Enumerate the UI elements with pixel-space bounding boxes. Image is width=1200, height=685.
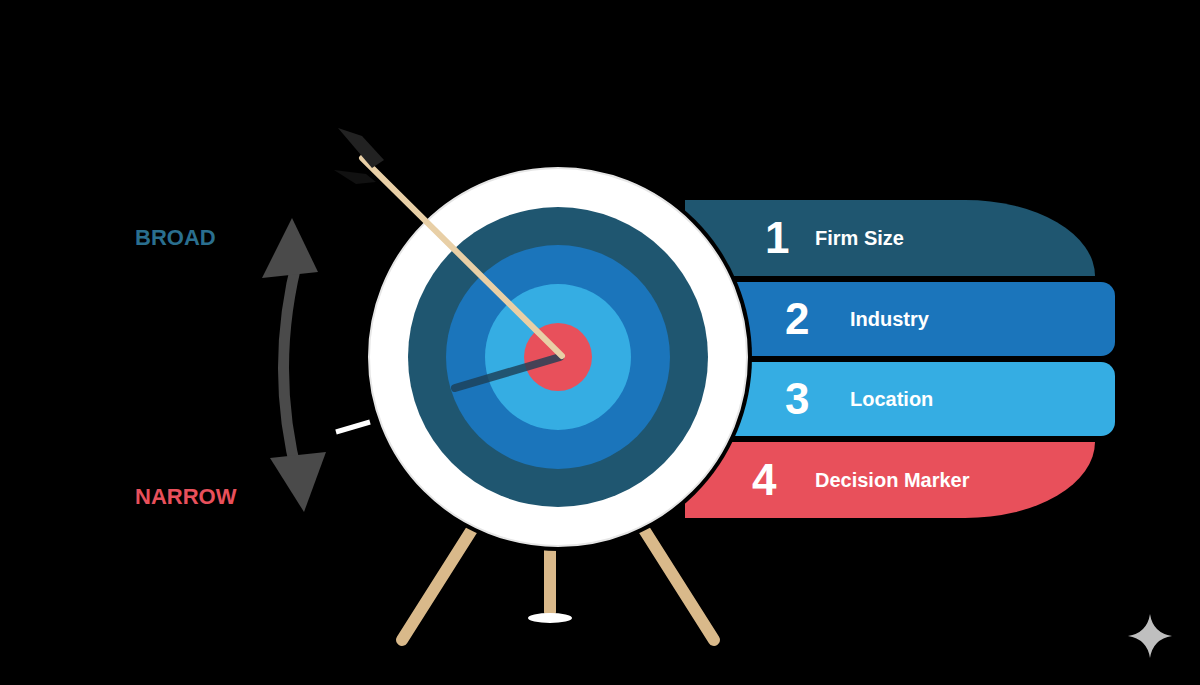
stand-foot [528, 613, 572, 623]
step-number: 4 [752, 458, 776, 502]
arrow-head-down [270, 452, 326, 512]
arrow-head-up [262, 218, 318, 278]
scale-arrow-shaft [283, 250, 300, 478]
stand-leg [402, 520, 478, 640]
arrow-shadow [455, 357, 560, 388]
white-mark [336, 422, 370, 432]
step-number: 3 [785, 377, 809, 421]
scale-label: NARROW [135, 484, 236, 510]
arrow-feather [338, 128, 384, 168]
watermark-star [1128, 614, 1172, 658]
step-label: Firm Size [815, 227, 904, 249]
scale-label: BROAD [135, 225, 216, 251]
step-number: 2 [785, 297, 809, 341]
step-label: Industry [850, 308, 929, 330]
step-label: Location [850, 388, 933, 410]
criteria-band: 4 Decision Marker [685, 442, 1095, 518]
criteria-band: 1 Firm Size [685, 200, 1095, 276]
step-label: Decision Marker [815, 469, 970, 491]
step-number: 1 [765, 216, 789, 260]
arrow-feather [334, 170, 376, 184]
stand-leg [638, 520, 714, 640]
arrow-shaft [362, 158, 562, 356]
